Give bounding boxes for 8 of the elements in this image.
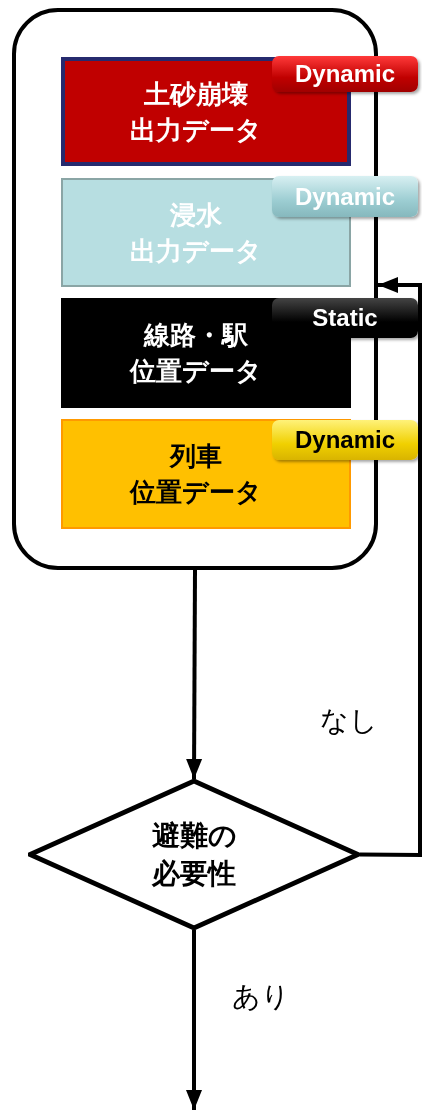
status-badge: Dynamic: [272, 56, 418, 92]
arrow: [186, 570, 203, 779]
status-badge: Static: [272, 298, 418, 338]
decision-diamond: 避難の必要性: [28, 779, 360, 930]
arrow: [360, 277, 422, 857]
arrow: [186, 930, 202, 1110]
status-badge: Dynamic: [272, 420, 418, 460]
status-badge: Dynamic: [272, 176, 418, 217]
